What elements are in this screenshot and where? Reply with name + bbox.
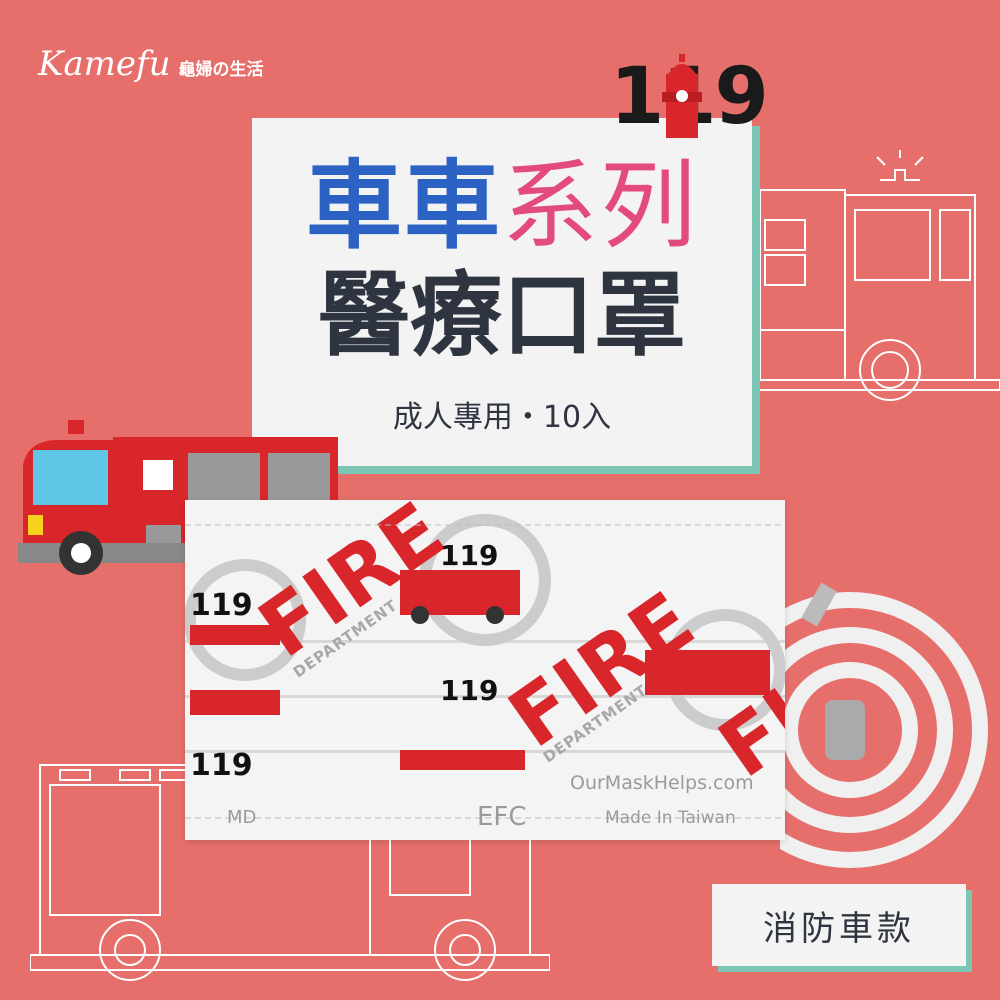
mask-url: OurMaskHelps.com <box>570 772 754 794</box>
series-title: 車車系列 <box>252 158 752 254</box>
svg-text:FIRE: FIRE <box>493 574 711 765</box>
fire-truck-illustration <box>18 420 338 575</box>
hose-reel-icon <box>780 582 988 868</box>
product-subtitle: 成人專用・10入 <box>392 400 612 435</box>
fire-truck-outline-right <box>750 150 1000 401</box>
svg-text:119: 119 <box>190 588 253 623</box>
mask-print-pattern: FIRE FIRE FIRE 119 119 119 119 <box>185 500 785 819</box>
fire-truck-outline-left <box>30 764 550 981</box>
brand-script: Kamefu <box>38 44 171 84</box>
brand-chinese: 龜婦の生活 <box>178 60 264 80</box>
product-title: 醫療口罩 <box>317 262 686 369</box>
brand-logo: Kamefu 龜婦の生活 <box>38 44 264 84</box>
svg-text:119: 119 <box>440 674 498 707</box>
face-mask-product: FIRE FIRE FIRE 119 119 119 119 DEPARTMEN… <box>185 500 785 840</box>
series-title-blue: 車車 <box>306 150 502 262</box>
variant-badge: 消防車款 <box>712 884 966 966</box>
svg-text:119: 119 <box>440 539 498 572</box>
svg-text:119: 119 <box>190 748 253 783</box>
mask-efc-mark: EFC <box>477 802 527 832</box>
fire-hydrant-icon <box>662 54 702 138</box>
mask-md-mark: MD <box>227 807 257 828</box>
series-title-pink: 系列 <box>502 150 698 262</box>
mask-origin: Made In Taiwan <box>605 808 736 828</box>
headline-card: 車車系列 醫療口罩 成人專用・10入 <box>252 118 752 466</box>
